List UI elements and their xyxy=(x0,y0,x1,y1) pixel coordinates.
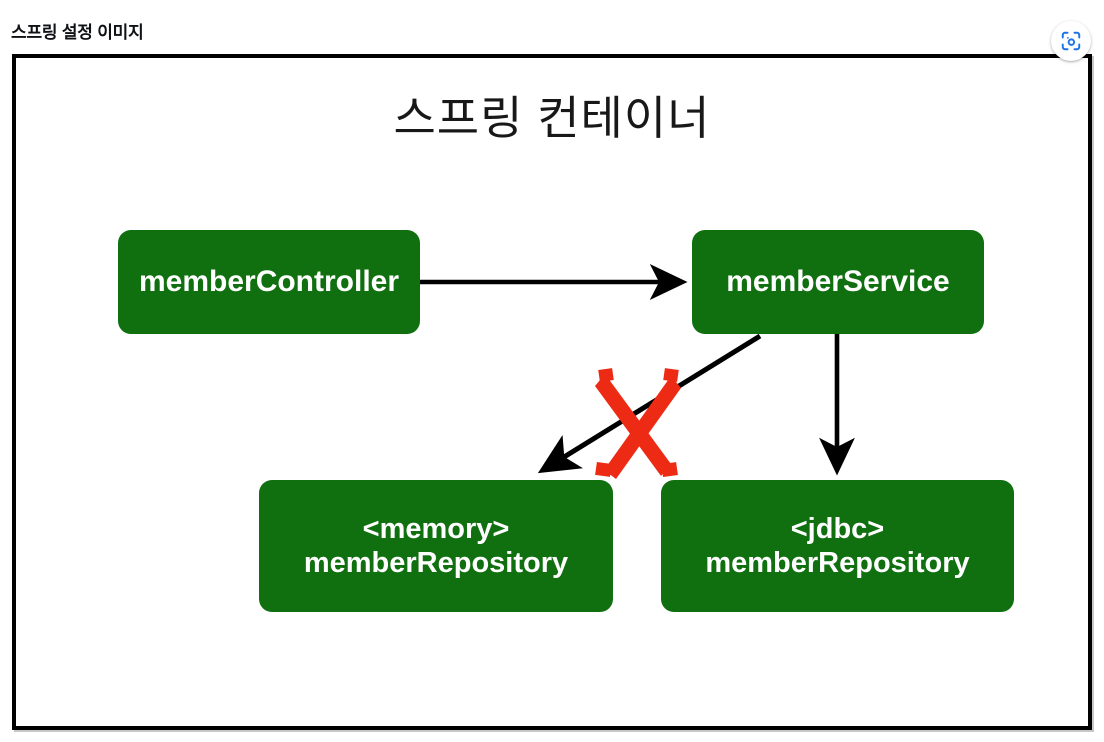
node-memory-member-repository[interactable]: <memory> memberRepository xyxy=(259,480,613,612)
google-lens-button[interactable] xyxy=(1051,21,1091,61)
node-jdbc-member-repository[interactable]: <jdbc> memberRepository xyxy=(661,480,1014,612)
node-member-service-label: memberService xyxy=(726,265,950,299)
header-bar: 스프링 설정 이미지 xyxy=(0,0,1104,54)
disabled-cross-icon xyxy=(595,368,681,479)
node-memory-repository-type: <memory> xyxy=(362,512,510,545)
diagram-frame: 스프링 컨테이너 memberController memberService … xyxy=(12,54,1092,730)
lens-camera-icon xyxy=(1060,30,1082,52)
page-title: 스프링 설정 이미지 xyxy=(11,23,144,42)
node-member-controller-label: memberController xyxy=(138,265,400,299)
spring-container-title: 스프링 컨테이너 xyxy=(393,92,711,144)
edge-service-to-memory xyxy=(537,333,762,474)
node-member-controller[interactable]: memberController xyxy=(118,230,420,334)
node-member-service[interactable]: memberService xyxy=(692,230,984,334)
connector-layer xyxy=(420,264,855,479)
node-jdbc-repository-type: <jdbc> xyxy=(790,512,885,545)
node-memory-repository-name: memberRepository xyxy=(303,547,569,579)
node-jdbc-repository-name: memberRepository xyxy=(705,547,970,579)
